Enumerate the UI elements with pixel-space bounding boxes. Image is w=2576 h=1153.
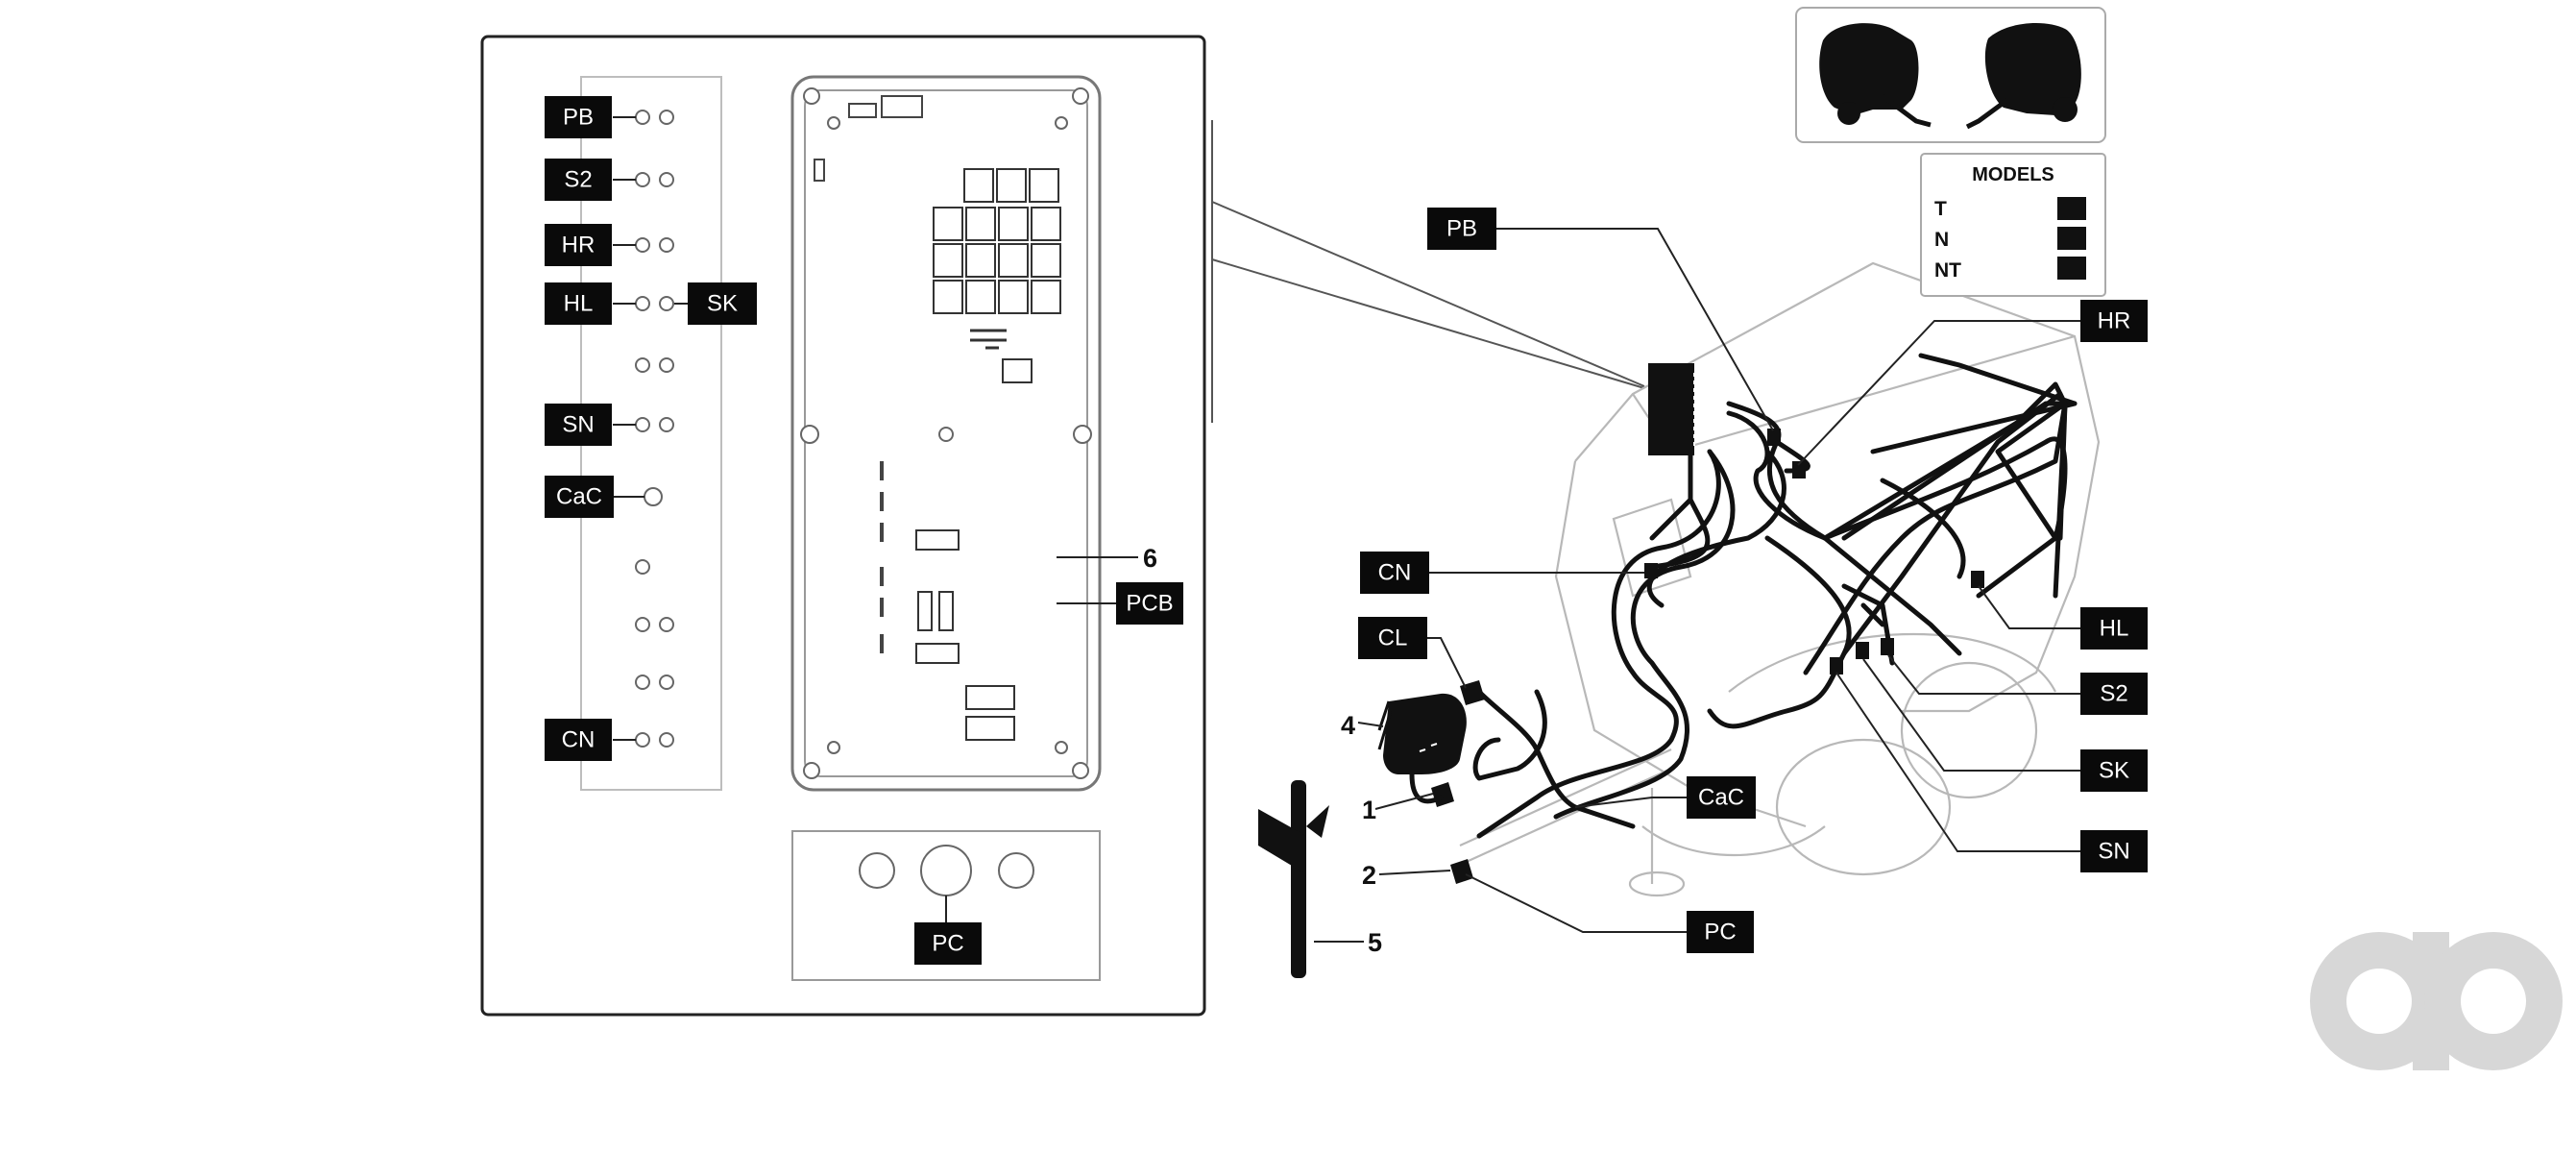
legend-label-nt: NT	[1934, 259, 1961, 282]
callout-5: 5	[1368, 928, 1382, 957]
svg-text:S2: S2	[564, 167, 592, 193]
svg-text:HL: HL	[564, 291, 594, 317]
callout-6: 6	[1143, 544, 1157, 573]
main-tag-hl: HL	[2080, 607, 2148, 650]
connector-cl	[1460, 680, 1485, 705]
main-tag-pb: PB	[1427, 208, 1496, 250]
inset-tag-hl: HL	[545, 282, 612, 325]
legend-swatch-t	[2057, 197, 2086, 220]
connector-sk	[1856, 642, 1869, 659]
svg-text:SN: SN	[562, 412, 594, 438]
connector-1	[1431, 782, 1454, 807]
item-5-mounting-post	[1258, 780, 1329, 978]
svg-text:PB: PB	[563, 105, 594, 131]
inset-tag-cn: CN	[545, 719, 612, 761]
svg-text:HL: HL	[2100, 616, 2129, 642]
inset-tag-sn: SN	[545, 404, 612, 446]
inset-tag-hr: HR	[545, 224, 612, 266]
connector-s2	[1881, 638, 1894, 655]
inset-tag-s2: S2	[545, 159, 612, 201]
main-tag-sn: SN	[2080, 830, 2148, 872]
round-baler-rear-icon	[1965, 23, 2081, 130]
inset-panel: PB S2 HR HL SK SN CaC CN	[480, 35, 1206, 1017]
control-board	[790, 75, 1102, 792]
main-tag-cn: CN	[1360, 552, 1429, 594]
connector-hr	[1792, 461, 1806, 478]
connector-hl	[1971, 571, 1984, 588]
main-tag-pc: PC	[1687, 911, 1754, 953]
svg-text:PC: PC	[932, 931, 963, 957]
svg-text:PB: PB	[1446, 216, 1477, 242]
svg-text:CN: CN	[562, 727, 595, 753]
callout-2: 2	[1362, 861, 1376, 890]
svg-text:PC: PC	[1704, 920, 1736, 945]
inset-tag-pb: PB	[545, 96, 612, 138]
round-baler-front-icon	[1819, 23, 1932, 128]
connector-pb	[1767, 429, 1781, 446]
inset-tag-pc: PC	[914, 922, 982, 965]
control-unit	[1648, 363, 1695, 455]
svg-text:CaC: CaC	[1698, 785, 1744, 811]
main-tag-cl: CL	[1358, 617, 1427, 659]
model-icons-panel	[1795, 7, 2106, 143]
main-tag-sk: SK	[2080, 749, 2148, 792]
svg-text:SK: SK	[707, 291, 738, 317]
svg-text:HR: HR	[562, 233, 595, 258]
connector-pins	[635, 110, 674, 748]
wiring-harness	[1472, 353, 2078, 839]
zoom-lines	[1211, 120, 1645, 423]
ao-watermark-logo	[2310, 932, 2563, 1070]
svg-text:CN: CN	[1378, 560, 1412, 586]
legend-swatch-n	[2057, 227, 2086, 250]
main-tag-hr: HR	[2080, 300, 2148, 342]
connector-cn	[1644, 563, 1658, 578]
main-leaders	[1314, 228, 2098, 943]
svg-text:PCB: PCB	[1126, 591, 1173, 617]
svg-text:CL: CL	[1378, 626, 1408, 651]
main-tag-cac: CaC	[1687, 776, 1756, 819]
legend-title: MODELS	[1972, 164, 2054, 185]
legend-label-t: T	[1934, 198, 1947, 220]
svg-text:HR: HR	[2098, 308, 2131, 334]
inset-tag-cac: CaC	[545, 476, 614, 518]
callout-1: 1	[1362, 796, 1376, 824]
main-tag-s2: S2	[2080, 673, 2148, 715]
item-4-control-box	[1377, 693, 1467, 804]
svg-text:CaC: CaC	[556, 484, 602, 510]
models-legend: MODELS T N NT	[1920, 153, 2106, 297]
callout-4: 4	[1341, 711, 1355, 740]
inset-tag-pcb: PCB	[1116, 582, 1183, 625]
connector-pc	[1450, 859, 1473, 884]
inset-tag-sk: SK	[688, 282, 757, 325]
connector-sn	[1830, 657, 1843, 675]
baler-outline	[1459, 261, 2101, 897]
svg-text:SN: SN	[2098, 839, 2129, 865]
legend-swatch-nt	[2057, 257, 2086, 280]
svg-text:S2: S2	[2100, 681, 2127, 707]
legend-label-n: N	[1934, 229, 1949, 251]
svg-text:SK: SK	[2099, 758, 2129, 784]
